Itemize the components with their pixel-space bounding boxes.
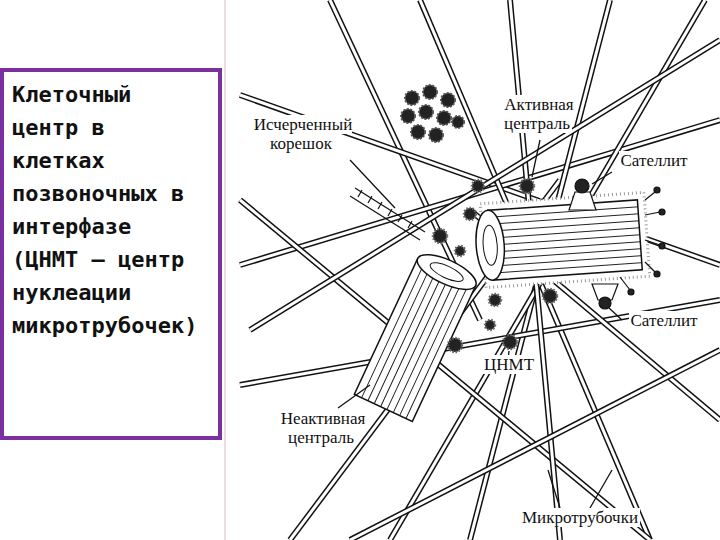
active-centriole (482, 225, 499, 266)
active-centriole (493, 207, 642, 273)
active-centriole (488, 200, 643, 280)
satellite (520, 179, 534, 193)
striated-rootlet (355, 188, 425, 232)
striated-rootlet (350, 188, 425, 240)
microtubule (330, 0, 480, 320)
leader-line (592, 172, 612, 184)
inactive-centriole (387, 278, 448, 409)
satellite-cone (599, 297, 611, 309)
vesicle-cluster (419, 105, 433, 119)
part-label: Сателлит (606, 152, 702, 171)
striated-rootlet (350, 196, 420, 240)
microtubule (420, 0, 650, 540)
part-label-text: Сателлит (619, 151, 690, 170)
part-label: Исчерченный корешок (232, 116, 372, 153)
striated-rootlet (388, 209, 392, 216)
satellite (464, 208, 476, 220)
leader-line (590, 470, 612, 508)
inactive-centriole (428, 259, 466, 285)
satellite-stalk (620, 277, 630, 290)
microtubule (250, 40, 720, 330)
satellite (433, 229, 447, 243)
inactive-centriole (406, 287, 467, 418)
satellite (489, 294, 501, 306)
striated-rootlet (378, 202, 382, 209)
satellite (448, 338, 462, 352)
vesicle-cluster (429, 128, 443, 142)
leader-line (609, 308, 622, 320)
inactive-centriole (413, 248, 481, 297)
leader-line (338, 140, 622, 508)
striated-rootlet (368, 196, 372, 203)
part-label-text: Сателлит (629, 311, 700, 330)
satellite (455, 246, 465, 256)
satellite (472, 180, 484, 192)
part-label-text: Микротрубочки (520, 508, 640, 527)
satellite-stalk (628, 289, 634, 295)
leader-line (338, 385, 370, 408)
inactive-centriole (381, 275, 442, 406)
part-label-text: Исчерченный корешок (252, 115, 352, 153)
satellite-stalk (645, 240, 660, 245)
vesicle-cluster (401, 85, 464, 142)
vesicle-cluster (401, 109, 415, 123)
satellite-stalk (659, 243, 665, 249)
active-centriole (480, 192, 649, 287)
striated-rootlet (398, 215, 402, 222)
satellite-cone (569, 179, 618, 309)
separator-line (224, 0, 226, 540)
satellite (503, 335, 517, 349)
inactive-centriole (374, 272, 435, 403)
inactive-centriole (354, 248, 480, 422)
vesicle-cluster (441, 93, 455, 107)
part-label-text: ЦНМТ (482, 355, 536, 374)
satellite (485, 320, 495, 330)
active-centriole (473, 192, 649, 288)
part-label: Активная централь (478, 96, 598, 133)
satellite-stalk (645, 262, 655, 272)
satellite-stalk (654, 187, 660, 193)
microtubule (330, 0, 480, 320)
vesicle-cluster (437, 111, 451, 125)
active-centriole (474, 209, 507, 281)
inactive-centriole (368, 269, 429, 400)
satellite-stalk (620, 187, 665, 295)
leader-line (532, 140, 540, 177)
satellite-stalk (654, 271, 660, 277)
microtubule (240, 0, 720, 540)
satellite-cone (569, 192, 596, 210)
vesicle-cluster (452, 116, 464, 128)
microtubule (240, 300, 720, 385)
active-centriole (497, 263, 642, 273)
vesicle-cluster (405, 91, 419, 105)
part-label-text: Неактивная централь (279, 409, 366, 447)
caption-box: Клеточный центр в клетках позвоночных в … (0, 68, 222, 440)
satellite (433, 179, 557, 352)
microtubule (240, 300, 720, 385)
striated-rootlet (408, 221, 412, 228)
caption-text: Клеточный центр в клетках позвоночных в … (12, 78, 204, 342)
satellite-stalk (659, 209, 665, 215)
part-label-text: Активная централь (502, 95, 573, 133)
inactive-centriole (362, 266, 423, 397)
part-label: ЦНМТ (470, 356, 548, 375)
part-label: Микротрубочки (470, 509, 690, 528)
vesicle-cluster (423, 85, 437, 99)
satellite-stalk (645, 192, 655, 200)
leader-line (548, 470, 560, 508)
part-label: Сателлит (616, 312, 712, 331)
satellite-cone (575, 179, 589, 193)
microtubule (250, 40, 720, 330)
inactive-centriole (393, 281, 454, 412)
part-label: Неактивная централь (252, 410, 392, 447)
microtubule (420, 0, 650, 540)
inactive-centriole (362, 266, 468, 418)
satellite-stalk (645, 212, 660, 215)
satellite (543, 289, 557, 303)
leader-line (350, 160, 395, 208)
striated-rootlet (358, 190, 362, 197)
vesicle-cluster (411, 125, 425, 139)
